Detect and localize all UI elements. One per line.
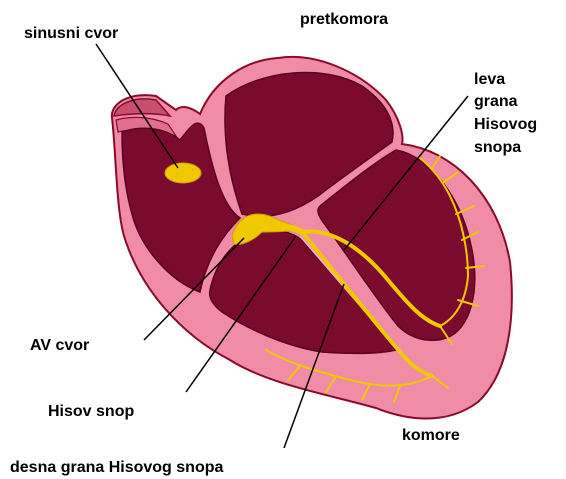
label-left-branch-line-1: leva: [474, 71, 505, 88]
label-left-branch-line-3: Hisovog: [474, 116, 537, 133]
label-av-node: AV cvor: [30, 337, 89, 354]
label-sinus-node: sinusni cvor: [24, 25, 118, 42]
label-right-branch: desna grana Hisovog snopa: [10, 459, 223, 476]
label-his-bundle: Hisov snop: [48, 403, 134, 420]
sinus-node: [165, 163, 201, 183]
label-left-branch-line-2: grana: [474, 93, 518, 110]
label-left-branch-line-4: snopa: [474, 139, 521, 156]
label-ventricles: komore: [402, 427, 460, 444]
label-atrium: pretkomora: [300, 11, 388, 28]
